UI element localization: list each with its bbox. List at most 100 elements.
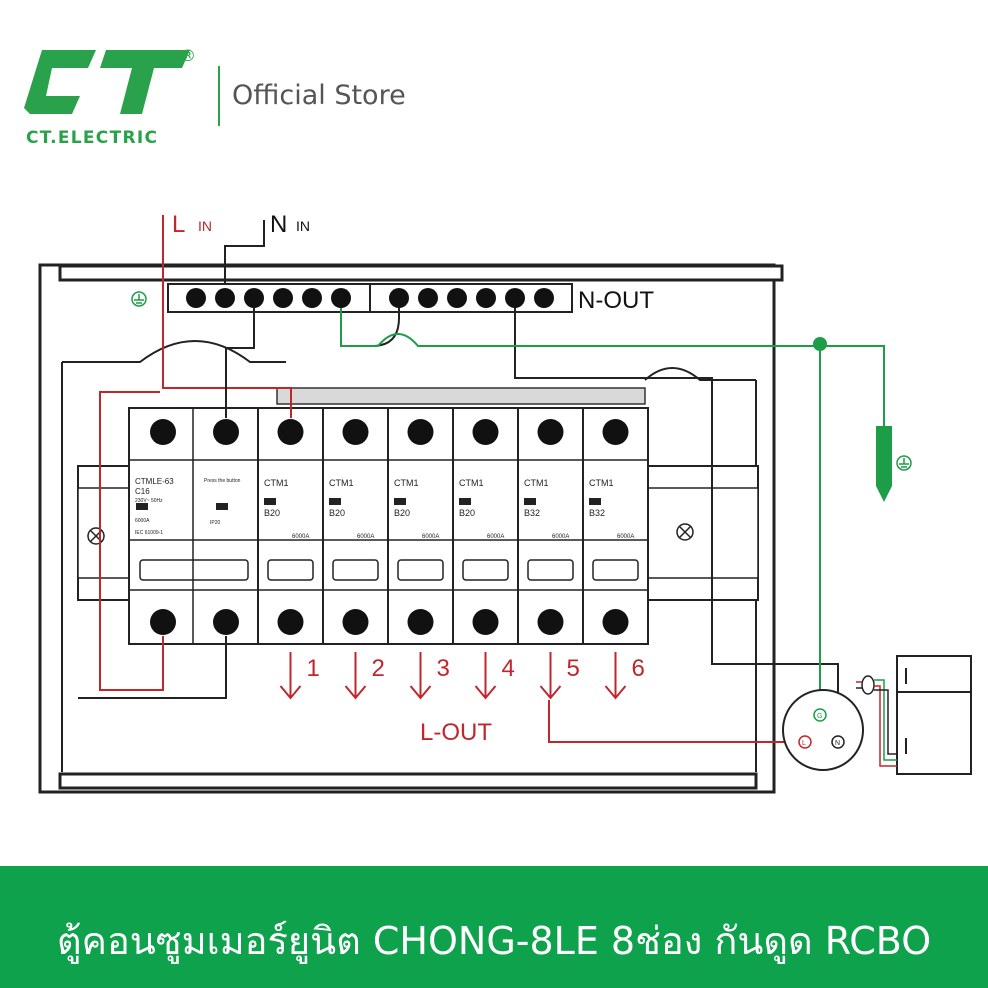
- main-test-label: Press the button: [204, 478, 241, 484]
- busbar-terminals: [186, 288, 554, 308]
- breaker-rating-label: B20: [394, 508, 410, 518]
- output-arrow-1: 1: [279, 652, 320, 700]
- n-in-label: N: [270, 211, 287, 238]
- breaker-toggle: [397, 559, 444, 581]
- main-standard-label: IEC 61009-1: [135, 530, 163, 536]
- product-title-banner: ตู้คอนซูมเมอร์ยูนิต CHONG-8LE 8ช่อง กันด…: [0, 866, 988, 988]
- breaker-toggle: [592, 559, 639, 581]
- inner-top-left-contour: [62, 340, 286, 363]
- breaker-toggle: [332, 559, 379, 581]
- socket-neutral-pin: N: [835, 740, 840, 747]
- wire-earth-rod: [820, 345, 885, 426]
- breaker-toggle: [267, 559, 314, 581]
- n-in-sub: IN: [296, 218, 310, 234]
- wire-neutral-in: [224, 220, 265, 284]
- terminal-top: [277, 419, 304, 445]
- refrigerator-icon: [896, 655, 972, 775]
- header-divider: [218, 66, 220, 126]
- earth-junction: [813, 337, 827, 351]
- comb-busbar: [276, 387, 646, 405]
- breaker-model-label: CTM1: [524, 478, 549, 488]
- earth-rod-icon: [876, 426, 892, 502]
- breaker-capacity-label: 6000A: [552, 534, 569, 540]
- breaker-capacity-label: 6000A: [357, 534, 374, 540]
- output-number: 4: [502, 655, 515, 682]
- main-rating-label: C16: [135, 487, 150, 496]
- terminal-bottom: [537, 609, 564, 635]
- breaker-model-label: CTM1: [264, 478, 289, 488]
- wire-earth: [340, 308, 820, 347]
- breaker-capacity-label: 6000A: [422, 534, 439, 540]
- bottom-cover-rail: [58, 772, 758, 790]
- breaker-capacity-label: 6000A: [292, 534, 309, 540]
- terminal-bottom: [472, 609, 499, 635]
- rail-screw-right-icon: [676, 523, 694, 541]
- socket-ground-pin: G: [817, 713, 822, 720]
- terminal-top: [472, 419, 499, 445]
- output-number: 1: [307, 655, 320, 682]
- store-label: Official Store: [232, 80, 406, 111]
- terminal-top: [602, 419, 629, 445]
- main-model-label: CTMLE-63: [135, 477, 174, 486]
- l-in-sub: IN: [198, 218, 212, 234]
- main-ip-label: IP20: [210, 520, 221, 526]
- output-number: 6: [632, 655, 645, 682]
- breaker-toggle: [527, 559, 574, 581]
- breaker-rating-label: B20: [329, 508, 345, 518]
- registered-mark: ®: [180, 46, 196, 65]
- earth-rod-symbol-icon: [896, 455, 912, 471]
- socket-live-pin: L: [802, 740, 806, 747]
- output-arrow-4: 4: [474, 652, 515, 700]
- terminal-bottom: [602, 609, 629, 635]
- l-in-label: L: [172, 211, 185, 238]
- wire-neutral-rcbo-in: [225, 308, 255, 418]
- output-arrow-2: 2: [344, 652, 385, 700]
- plug-icon: [856, 675, 897, 767]
- wire-neutral-rcbo-out: [78, 636, 227, 699]
- breaker-rating-label: B32: [524, 508, 540, 518]
- terminal-bottom: [277, 609, 304, 635]
- n-out-label: N-OUT: [578, 287, 654, 314]
- breaker-rating-label: B32: [589, 508, 605, 518]
- branch-breakers: CTM1B206000ACTM1B206000ACTM1B206000ACTM1…: [257, 407, 649, 645]
- l-out-label: L-OUT: [420, 719, 492, 746]
- ct-logo-icon: [24, 50, 190, 114]
- wiring-diagram-svg: N-OUT L IN N IN: [38, 211, 972, 794]
- breaker-model-label: CTM1: [329, 478, 354, 488]
- wire-live-socket: [548, 700, 806, 743]
- product-title: ตู้คอนซูมเมอร์ยูนิต CHONG-8LE 8ช่อง กันด…: [56, 919, 932, 963]
- breaker-model-label: CTM1: [589, 478, 614, 488]
- store-header: ® CT.ELECTRIC Official Store: [0, 0, 988, 170]
- power-socket-icon: G L N: [782, 689, 864, 771]
- terminal-bottom: [407, 609, 434, 635]
- wiring-diagram: N-OUT L IN N IN: [0, 180, 988, 860]
- breaker-model-label: CTM1: [394, 478, 419, 488]
- wire-neutral-socket: [514, 308, 839, 732]
- output-arrow-3: 3: [409, 652, 450, 700]
- top-cover-rail: [58, 264, 784, 282]
- brand-name: CT.ELECTRIC: [26, 128, 159, 148]
- inner-top-right-contour: [644, 367, 756, 381]
- terminal-top: [537, 419, 564, 445]
- main-capacity-label: 6000A: [135, 518, 150, 524]
- breaker-rating-label: B20: [459, 508, 475, 518]
- output-number: 3: [437, 655, 450, 682]
- output-number: 2: [372, 655, 385, 682]
- output-arrow-6: 6: [604, 652, 645, 700]
- terminal-top: [342, 419, 369, 445]
- breaker-model-label: CTM1: [459, 478, 484, 488]
- breaker-capacity-label: 6000A: [617, 534, 634, 540]
- terminal-top: [407, 419, 434, 445]
- breaker-rating-label: B20: [264, 508, 280, 518]
- main-spec-label: 230V~ 50Hz: [135, 498, 163, 504]
- breaker-toggle: [462, 559, 509, 581]
- terminal-bottom: [342, 609, 369, 635]
- main-rcbo: CTMLE-63 C16 230V~ 50Hz Press the button…: [128, 407, 259, 645]
